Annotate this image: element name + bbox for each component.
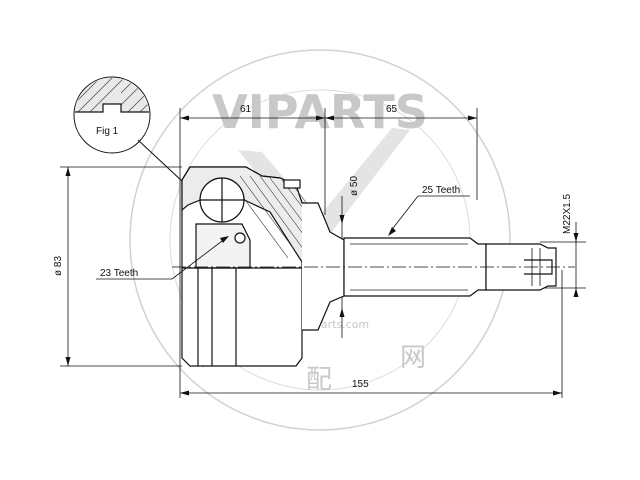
dim-65: 65 [386,104,398,115]
watermark-cjk-right: 网 [400,343,426,373]
label-25-teeth: 25 Teeth [422,185,460,196]
dimension-lines [60,108,586,398]
label-23-teeth: 23 Teeth [100,268,138,279]
annotation-leaders [96,195,470,280]
watermark-brand: VIPARTS [212,85,428,139]
dim-61: 61 [240,104,252,115]
fig1-detail: Fig 1 [73,76,199,197]
dim-50: ø 50 [349,176,360,196]
section-hatch [231,175,319,259]
fig1-label: Fig 1 [96,126,119,137]
watermark-v-mark [238,128,410,250]
watermark-cjk-center: 配 [306,365,332,395]
watermark-ring-outer [129,49,511,431]
watermark: VIPARTS www.viparts.com 中 配 网 [129,49,511,431]
inner-race [195,223,251,269]
arrow-25-teeth [388,227,396,236]
dim-thread: M22X1.5 [562,194,573,234]
seal-cap [283,179,301,189]
cv-joint [181,166,557,367]
dim-83: ø 83 [53,256,64,276]
dim-155: 155 [352,379,369,390]
arrowheads [65,115,579,396]
splines [350,243,468,291]
dimension-labels: 61 65 155 ø 83 ø 50 M22X1.5 25 Teeth 23 … [53,104,573,390]
arrow-23-teeth [220,236,229,243]
